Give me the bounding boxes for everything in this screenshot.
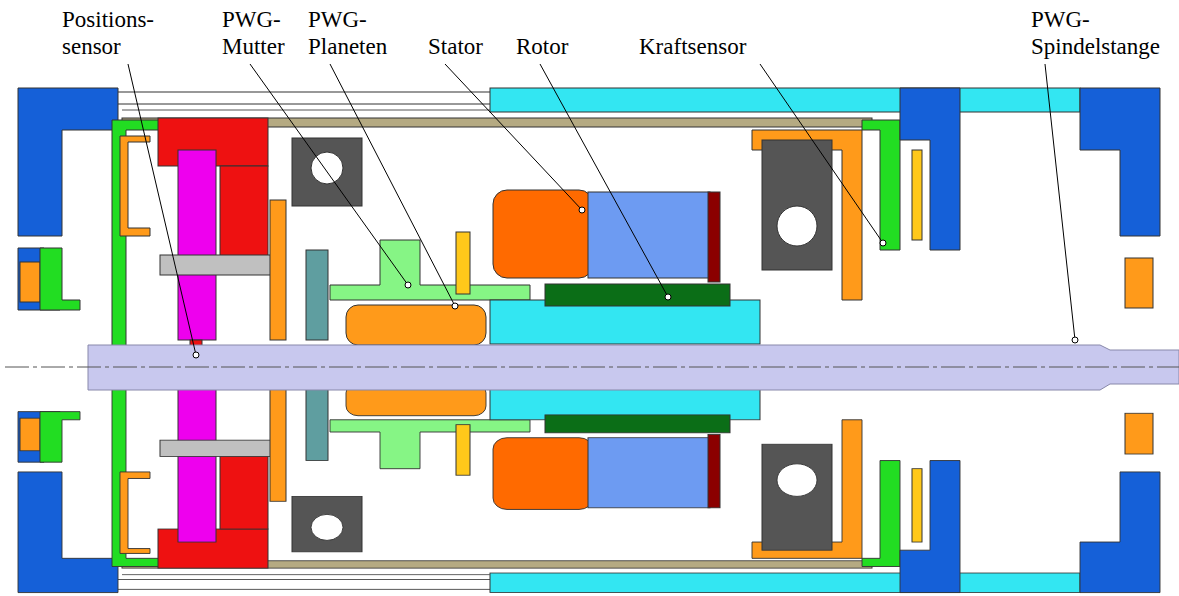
- lower-half: [18, 381, 1160, 593]
- label-holder: Rotor: [516, 33, 568, 60]
- leader-line: [540, 64, 668, 297]
- label-holder: Kraftsensor: [639, 33, 746, 60]
- part-label: Positions- sensor: [62, 6, 192, 60]
- leader-dot: [665, 294, 671, 300]
- leader-dot: [452, 303, 458, 309]
- label-holder: Positions- sensor: [62, 6, 192, 60]
- label-holder: PWG- Mutter: [222, 6, 304, 60]
- leader-dot: [1072, 337, 1078, 343]
- part-label: Stator: [428, 33, 483, 60]
- centerline: [5, 367, 1179, 368]
- leader-line: [760, 64, 883, 243]
- part-label: PWG- Mutter: [222, 6, 304, 60]
- leader-dot: [880, 240, 886, 246]
- label-holder: Stator: [428, 33, 483, 60]
- leader-line: [445, 64, 582, 210]
- part-label: PWG- Planeten: [308, 6, 408, 60]
- label-holder: PWG- Planeten: [308, 6, 408, 60]
- leader-line: [330, 64, 455, 306]
- part-label: Kraftsensor: [639, 33, 746, 60]
- leader-line: [128, 64, 196, 355]
- leader-line: [1045, 64, 1075, 340]
- upper-half: [18, 88, 1160, 348]
- leader-dot: [579, 207, 585, 213]
- leader-dot: [193, 352, 199, 358]
- part-label: Rotor: [516, 33, 568, 60]
- part-label: PWG- Spindelstange: [1031, 6, 1173, 60]
- leader-dot: [405, 282, 411, 288]
- leader-line: [250, 64, 408, 285]
- label-holder: PWG- Spindelstange: [1031, 6, 1173, 60]
